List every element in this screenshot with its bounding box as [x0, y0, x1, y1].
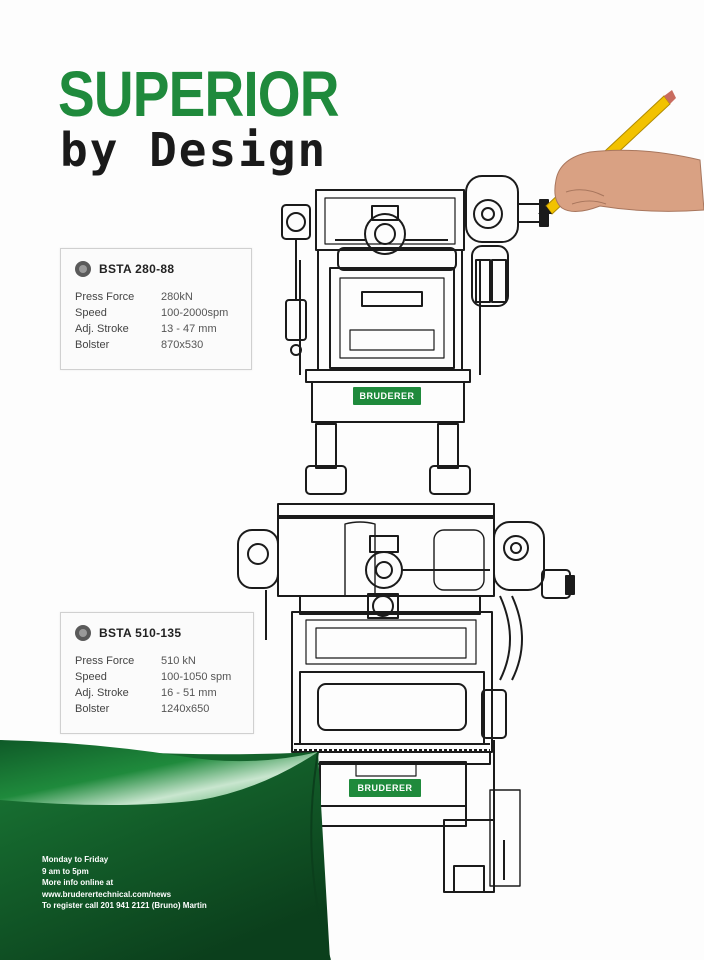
spec-value: 510 kN	[161, 655, 196, 667]
spec-row-speed: Speed 100-2000spm	[75, 305, 245, 321]
footer-line: Monday to Friday	[42, 855, 109, 864]
spec-row-adj-stroke: Adj. Stroke 13 - 47 mm	[75, 321, 245, 337]
spec-label: Bolster	[75, 703, 110, 715]
spec-row-bolster: Bolster 1240x650	[75, 701, 245, 717]
hand-with-pencil	[538, 90, 704, 215]
footer-line: More info online at	[42, 878, 114, 887]
bruderer-badge-icon	[75, 261, 91, 277]
spec-label: Bolster	[75, 339, 110, 351]
spec-label: Press Force	[75, 655, 135, 667]
spec-label: Adj. Stroke	[75, 687, 129, 699]
spec-label: Speed	[75, 671, 107, 683]
spec-value: 100-1050 spm	[161, 671, 232, 683]
bottom-press-drawing	[237, 503, 575, 893]
top-press-drawing	[281, 175, 549, 495]
spec-row-press-force: Press Force 510 kN	[75, 653, 245, 669]
spec-row-bolster: Bolster 870x530	[75, 337, 245, 353]
footer-link[interactable]: www.bruderertechnical.com/news	[42, 889, 172, 899]
model-name: BSTA 280-88	[99, 262, 175, 276]
spec-card-bsta-280: BSTA 280-88 Press Force 280kN Speed 100-…	[60, 248, 252, 370]
spec-card-bsta-510: BSTA 510-135 Press Force 510 kN Speed 10…	[60, 612, 254, 734]
spec-value: 16 - 51 mm	[161, 687, 217, 699]
spec-row-speed: Speed 100-1050 spm	[75, 669, 245, 685]
spec-label: Speed	[75, 307, 107, 319]
contact-info: Monday to Friday 9 am to 5pm More info o…	[42, 854, 282, 912]
spec-label: Press Force	[75, 291, 135, 303]
machine-plate-bottom: BRUDERER	[357, 783, 413, 793]
spec-row-press-force: Press Force 280kN	[75, 289, 245, 305]
bruderer-badge-icon	[75, 625, 91, 641]
spec-value: 280kN	[161, 291, 193, 303]
spec-value: 13 - 47 mm	[161, 323, 217, 335]
spec-value: 870x530	[161, 339, 204, 351]
headline-superior: SUPERIOR	[58, 58, 339, 130]
machine-plate-top: BRUDERER	[359, 391, 415, 401]
spec-label: Adj. Stroke	[75, 323, 129, 335]
footer-line: 9 am to 5pm	[42, 866, 89, 876]
model-name: BSTA 510-135	[99, 626, 182, 640]
spec-row-adj-stroke: Adj. Stroke 16 - 51 mm	[75, 685, 245, 701]
spec-value: 1240x650	[161, 703, 210, 715]
footer-line: To register call 201 941 2121 (Bruno) Ma…	[42, 901, 207, 910]
spec-value: 100-2000spm	[161, 307, 229, 319]
headline-by-design: by Design	[60, 123, 328, 177]
